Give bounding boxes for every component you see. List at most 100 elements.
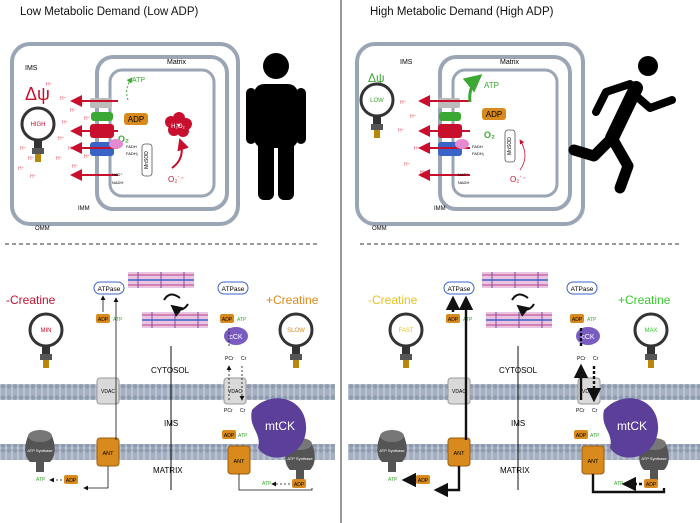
right-top-gauge-label: LOW xyxy=(370,98,384,104)
left-atp-arrow xyxy=(126,77,133,101)
right-flux-arrows xyxy=(401,295,666,498)
left-mnsod-label: MnSOD xyxy=(144,151,150,169)
right-nadh-label: NADH xyxy=(458,180,469,185)
svg-text:H⁺: H⁺ xyxy=(18,166,25,172)
right-mnsod-label: MnSOD xyxy=(507,137,513,155)
left-slow-gauge-label: SLOW xyxy=(287,328,305,334)
left-h2o2-cluster xyxy=(165,112,192,137)
right-adp-top-right xyxy=(570,314,584,323)
left-adp-mid xyxy=(222,430,236,439)
right-cytosol-label: CYTOSOL xyxy=(499,366,538,375)
left-slow-gauge-icon xyxy=(278,312,314,370)
right-matrix-bottom-label: MATRIX xyxy=(500,466,530,475)
right-imm-label: IMM xyxy=(434,206,446,212)
left-superoxide-label: O₂˙⁻ xyxy=(168,175,184,184)
left-ros-arrow xyxy=(171,138,189,169)
svg-text:H⁺: H⁺ xyxy=(28,156,35,162)
svg-text:H⁺: H⁺ xyxy=(84,116,91,122)
right-adp-label: ADP xyxy=(486,110,502,119)
left-imm-label: IMM xyxy=(78,206,90,212)
left-adp-bottom-left xyxy=(64,475,78,484)
left-ims-label: IMS xyxy=(25,65,38,72)
right-ims-label: IMS xyxy=(400,59,413,66)
left-cck-enzyme xyxy=(224,327,248,345)
right-atp-top-right-label: ATP xyxy=(587,317,597,323)
right-psi-label: Δψ xyxy=(368,71,385,85)
right-top-gauge-icon xyxy=(359,82,395,140)
right-ros-arrow xyxy=(519,139,526,171)
right-mitochondrion xyxy=(355,42,585,226)
svg-text:H⁺: H⁺ xyxy=(58,136,65,142)
right-pcr-upper-label: PCr xyxy=(577,356,586,362)
svg-text:H⁺: H⁺ xyxy=(404,162,411,168)
svg-text:H⁺: H⁺ xyxy=(56,156,63,162)
right-fast-gauge-label: FAST xyxy=(398,328,413,334)
left-matrix-bottom-label: MATRIX xyxy=(153,466,183,475)
right-adp-badge xyxy=(482,108,506,120)
left-atp-bottom-left-label: ATP xyxy=(36,477,46,483)
left-inner-membrane xyxy=(0,444,335,460)
svg-text:H⁺: H⁺ xyxy=(70,108,77,114)
left-atp-top-right-label: ATP xyxy=(237,317,247,323)
right-panel-title: High Metabolic Demand (High ADP) xyxy=(370,6,554,18)
right-mtck-enzyme xyxy=(603,398,659,458)
left-min-gauge-label: MIN xyxy=(41,328,52,334)
left-atpase-right-label: ATPase xyxy=(222,286,245,293)
right-atpase-right-label: ATPase xyxy=(571,286,594,293)
left-pcr-lower-label: PCr xyxy=(224,408,233,414)
left-top-gauge-icon xyxy=(20,106,56,164)
svg-text:H⁺: H⁺ xyxy=(398,128,405,134)
right-mnsod-box xyxy=(504,129,516,163)
right-creatine-minus-label: -Creatine xyxy=(368,293,418,307)
right-atpase-right xyxy=(566,281,598,295)
left-mtck-label: mtCK xyxy=(265,419,295,433)
right-synthase-right-label: ATP Synthase xyxy=(641,456,667,461)
right-max-gauge-icon xyxy=(633,312,669,370)
left-cr-upper-label: Cr xyxy=(241,356,247,362)
right-adp-mid-label: ADP xyxy=(576,433,587,439)
left-fadh2-label: FADH₂ xyxy=(126,151,139,156)
right-adp-top-left-label: ADP xyxy=(448,317,459,323)
left-ant-right-label: ANT xyxy=(234,459,246,465)
right-pcr-lower-label: PCr xyxy=(576,408,585,414)
left-nad-label: NAD⁺ xyxy=(112,172,123,177)
left-panel-title: Low Metabolic Demand (Low ADP) xyxy=(20,6,199,18)
right-nad-label: NAD⁺ xyxy=(458,172,469,177)
right-adp-bottom-right xyxy=(644,479,658,488)
right-cr-upper-label: Cr xyxy=(593,356,599,362)
right-matrix-label: Matrix xyxy=(500,59,520,66)
right-myofibril-lower-icon xyxy=(485,311,553,329)
right-synthase-left-label: ATP Synthase xyxy=(379,448,405,453)
left-cck-label: cCK xyxy=(229,334,243,341)
right-adp-bottom-left-label: ADP xyxy=(418,478,429,484)
left-adp-mid-label: ADP xyxy=(224,433,235,439)
right-fast-gauge-icon xyxy=(388,312,424,370)
svg-text:H⁺: H⁺ xyxy=(20,146,27,152)
left-cr-lower-label: Cr xyxy=(240,408,246,414)
right-creatine-plus-label: +Creatine xyxy=(618,293,671,307)
svg-text:H⁺: H⁺ xyxy=(46,82,53,88)
left-vdac-left-label: VDAC xyxy=(101,389,115,395)
left-adp-top-left xyxy=(96,314,110,323)
left-atp-label: ATP xyxy=(132,77,145,84)
left-cytosol-label: CYTOSOL xyxy=(151,366,190,375)
right-cycle-arrows-icon xyxy=(512,293,535,309)
left-mtck-enzyme xyxy=(251,398,307,458)
right-vdac-left xyxy=(447,377,471,405)
left-pcr-upper-label: PCr xyxy=(225,356,234,362)
left-flux-arrows xyxy=(49,295,313,491)
left-omm-label: OMM xyxy=(35,226,50,232)
left-adp-top-right-label: ADP xyxy=(222,317,233,323)
svg-text:H⁺: H⁺ xyxy=(72,164,79,170)
svg-text:H⁺: H⁺ xyxy=(62,120,69,126)
right-atp-bottom-left-label: ATP xyxy=(388,477,398,483)
svg-text:H⁺: H⁺ xyxy=(30,174,37,180)
left-atp-bottom-right-label: ATP xyxy=(262,481,272,487)
left-adp-badge xyxy=(124,113,148,125)
left-myofibril-upper-icon xyxy=(127,271,195,289)
left-myofibril-lower-icon xyxy=(141,311,209,329)
right-vdac-left-label: VDAC xyxy=(452,389,466,395)
right-cr-lower-label: Cr xyxy=(592,408,598,414)
right-mtck-label: mtCK xyxy=(617,419,647,433)
